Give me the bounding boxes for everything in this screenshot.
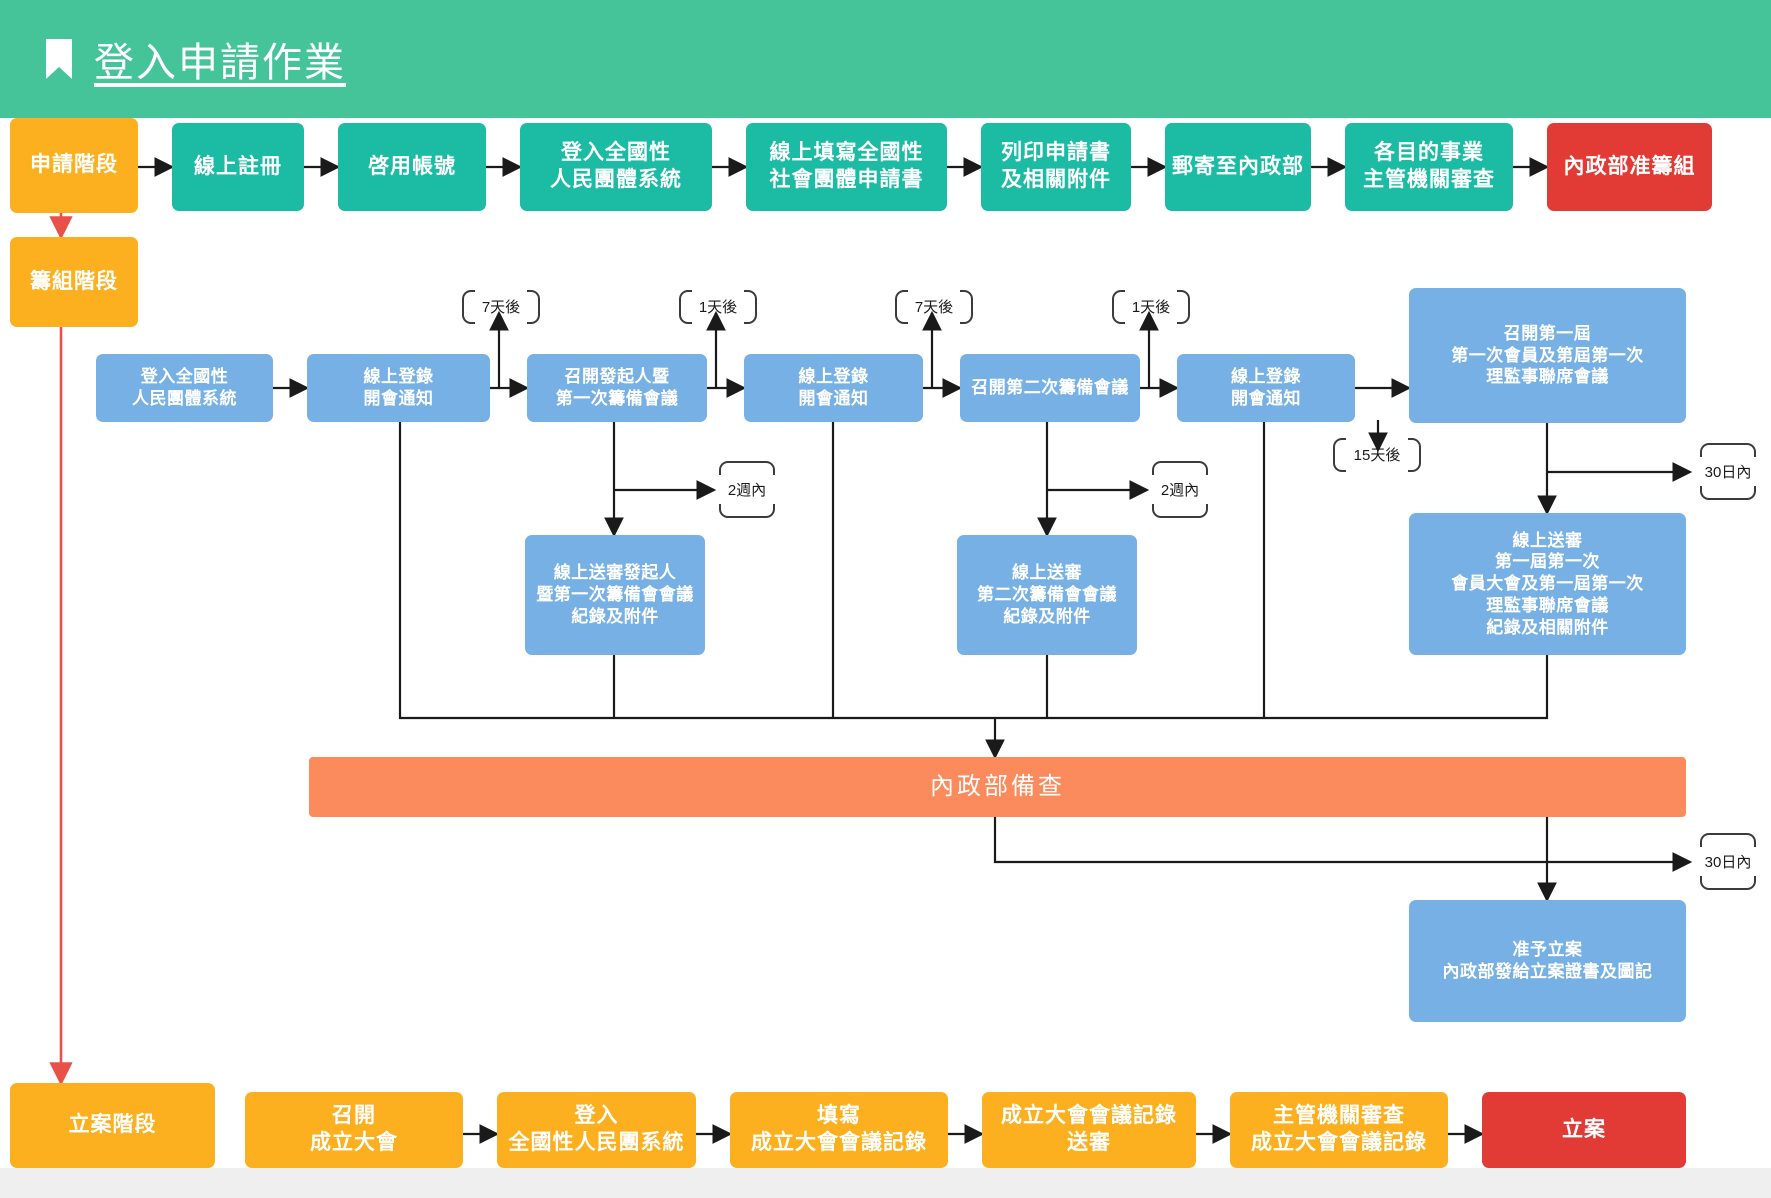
annotation-label: 7天後 xyxy=(914,299,954,316)
annotation-15day: 15天後 xyxy=(1348,444,1406,465)
banner-moi-record[interactable]: 內政部備查 xyxy=(309,757,1686,817)
node-fill-founding-minutes[interactable]: 填寫 成立大會會議記錄 xyxy=(730,1092,948,1168)
annotation-30day-1: 30日內 xyxy=(1697,461,1759,482)
annotation-1day-2: 1天後 xyxy=(1127,296,1175,317)
node-first-prep-meeting[interactable]: 召開發起人暨 第一次籌備會議 xyxy=(527,354,707,422)
annotation-label: 30日內 xyxy=(1704,854,1752,871)
stage-label-register[interactable]: 立案階段 xyxy=(10,1083,215,1168)
node-submit-first-member-minutes[interactable]: 線上送審 第一屆第一次 會員大會及第一屆第一次 理監事聯席會議 紀錄及相關附件 xyxy=(1409,513,1686,655)
bookmark-icon xyxy=(46,39,72,79)
node-hold-founding-meeting[interactable]: 召開 成立大會 xyxy=(245,1092,463,1168)
annotation-7day-2: 7天後 xyxy=(910,296,958,317)
annotation-label: 7天後 xyxy=(481,299,521,316)
annotation-label: 2週內 xyxy=(727,482,767,499)
annotation-1day-1: 1天後 xyxy=(694,296,742,317)
bottom-strip xyxy=(0,1168,1771,1198)
node-submit-founding-minutes[interactable]: 成立大會會議記錄 送審 xyxy=(982,1092,1196,1168)
annotation-label: 1天後 xyxy=(1131,299,1171,316)
node-submit-first-prep-minutes[interactable]: 線上送審發起人 暨第一次籌備會會議 紀錄及附件 xyxy=(525,535,705,655)
node-registered[interactable]: 立案 xyxy=(1482,1092,1686,1168)
node-agency-review[interactable]: 各目的事業 主管機關審查 xyxy=(1345,123,1513,211)
node-print-application[interactable]: 列印申請書 及相關附件 xyxy=(981,123,1131,211)
node-online-meeting-notice-3[interactable]: 線上登錄 開會通知 xyxy=(1177,354,1355,422)
node-login-system[interactable]: 登入全國性 人民團體系統 xyxy=(520,123,712,211)
stage-label-prepare[interactable]: 籌組階段 xyxy=(10,237,138,327)
node-mail-to-moi[interactable]: 郵寄至內政部 xyxy=(1165,123,1311,211)
node-second-prep-meeting[interactable]: 召開第二次籌備會議 xyxy=(960,354,1140,422)
annotation-2week-2: 2週內 xyxy=(1151,479,1209,500)
node-online-meeting-notice-1[interactable]: 線上登錄 開會通知 xyxy=(307,354,490,422)
annotation-30day-2: 30日內 xyxy=(1697,851,1759,872)
node-approval-certificate[interactable]: 准予立案 內政部發給立案證書及圖記 xyxy=(1409,900,1686,1022)
node-online-register[interactable]: 線上註冊 xyxy=(172,123,304,211)
node-online-meeting-notice-2[interactable]: 線上登錄 開會通知 xyxy=(744,354,923,422)
node-login-system-2[interactable]: 登入全國性 人民團體系統 xyxy=(96,354,273,422)
node-moi-approve-prepare[interactable]: 內政部准籌組 xyxy=(1547,123,1712,211)
annotation-label: 2週內 xyxy=(1160,482,1200,499)
node-submit-second-prep-minutes[interactable]: 線上送審 第二次籌備會會議 紀錄及附件 xyxy=(957,535,1137,655)
node-fill-application[interactable]: 線上填寫全國性 社會團體申請書 xyxy=(746,123,947,211)
annotation-label: 15天後 xyxy=(1353,447,1401,464)
annotation-label: 30日內 xyxy=(1704,464,1752,481)
page-title: 登入申請作業 xyxy=(94,41,346,85)
annotation-label: 1天後 xyxy=(698,299,738,316)
node-login-system-3[interactable]: 登入 全國性人民團系統 xyxy=(497,1092,696,1168)
page-header: 登入申請作業 xyxy=(0,0,1771,118)
node-agency-review-founding[interactable]: 主管機關審查 成立大會會議記錄 xyxy=(1230,1092,1448,1168)
stage-label-apply[interactable]: 申請階段 xyxy=(10,118,138,213)
node-activate-account[interactable]: 啓用帳號 xyxy=(338,123,486,211)
node-first-member-meeting[interactable]: 召開第一屆 第一次會員及第屆第一次 理監事聯席會議 xyxy=(1409,288,1686,423)
annotation-2week-1: 2週內 xyxy=(718,479,776,500)
annotation-7day-1: 7天後 xyxy=(477,296,525,317)
